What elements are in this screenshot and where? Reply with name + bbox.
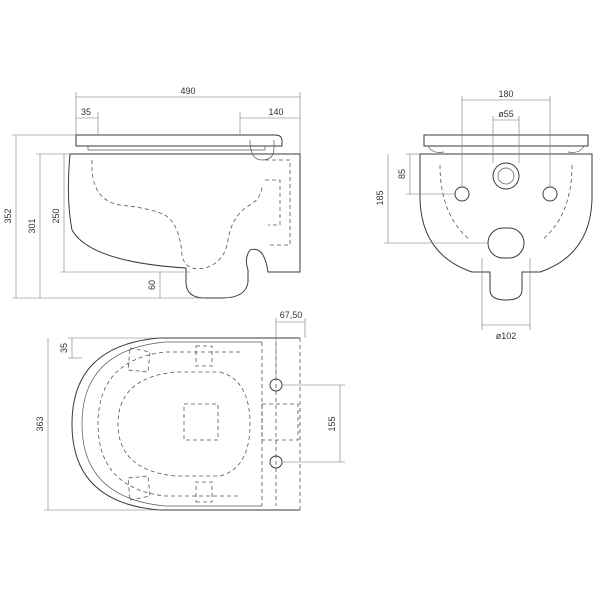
side-dim-301: 301 bbox=[27, 218, 37, 233]
rear-fixing-right bbox=[542, 186, 558, 202]
rear-dim-55: ø55 bbox=[498, 109, 514, 119]
rear-dim-180: 180 bbox=[498, 89, 513, 99]
top-dim-35: 35 bbox=[59, 343, 69, 353]
side-dim-140: 140 bbox=[268, 107, 283, 117]
side-dim-490: 490 bbox=[180, 86, 195, 96]
side-view: 490 35 140 352 301 250 60 bbox=[3, 86, 301, 299]
rear-inlet-inner bbox=[497, 167, 515, 185]
top-dim-363: 363 bbox=[35, 416, 45, 431]
top-opening-hidden bbox=[117, 371, 251, 477]
top-rear-section bbox=[261, 338, 301, 510]
side-bowl-outline bbox=[67, 153, 301, 299]
side-dim-60: 60 bbox=[147, 280, 157, 290]
rear-seat-hinges bbox=[427, 145, 585, 153]
side-outlet-pipe bbox=[265, 159, 291, 246]
side-dim-250: 250 bbox=[51, 208, 61, 223]
rear-fixing-left bbox=[454, 186, 470, 202]
rear-dim-185: 185 bbox=[375, 190, 385, 205]
top-rim-hidden bbox=[97, 351, 240, 497]
top-dim-67-50: 67,50 bbox=[280, 310, 303, 320]
rear-interior-hidden bbox=[439, 164, 573, 241]
top-hinge-right bbox=[195, 345, 213, 367]
top-hinge-right-bottom bbox=[195, 481, 213, 503]
side-seat-outline bbox=[75, 134, 283, 147]
top-hinge-left bbox=[127, 347, 151, 373]
top-outlet-hidden bbox=[183, 403, 219, 441]
rear-inlet-circle bbox=[492, 162, 520, 190]
rear-body-outline bbox=[419, 153, 593, 301]
rear-dim-102: ø102 bbox=[496, 331, 517, 341]
top-hinge-left-bottom bbox=[127, 475, 151, 501]
side-bowl-interior bbox=[91, 159, 263, 270]
top-dim-155: 155 bbox=[327, 416, 337, 431]
rear-view: 180 ø55 85 185 ø102 bbox=[375, 89, 593, 341]
side-seat-inner bbox=[87, 146, 266, 151]
rear-outlet-opening bbox=[487, 227, 525, 259]
top-seat-outline bbox=[81, 341, 262, 507]
side-dim-35: 35 bbox=[81, 107, 91, 117]
side-inlet-connector bbox=[249, 139, 275, 161]
top-bowl-outline bbox=[71, 337, 300, 511]
side-dim-352: 352 bbox=[3, 208, 13, 223]
top-inlet-hidden bbox=[261, 403, 299, 441]
rear-dim-85: 85 bbox=[397, 169, 407, 179]
top-view: 67,50 35 363 155 bbox=[35, 310, 345, 511]
rear-seat-outline bbox=[423, 134, 589, 147]
